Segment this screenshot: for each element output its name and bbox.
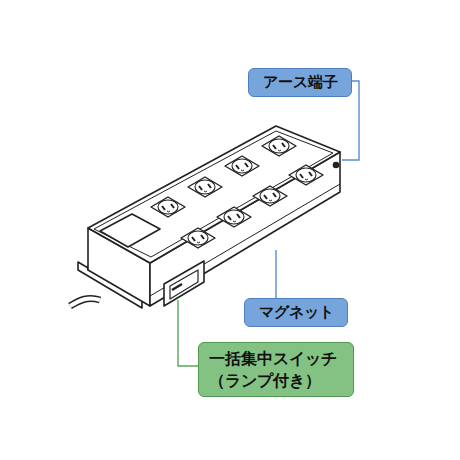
outlet-slot [192,237,195,241]
outlet [151,197,185,217]
outlet-face [224,210,244,224]
callout-text: マグネット [257,303,335,322]
outlet-slot [199,186,202,190]
outlet-slot [237,214,240,218]
top-face [88,126,340,263]
cord [70,298,100,306]
earth-terminal [334,163,339,168]
outlet-ground [269,200,272,202]
outlet-ground [197,242,200,244]
outlet-frame [289,165,323,185]
outlet [217,207,251,227]
outlet-face [260,189,280,203]
outlet-face [232,159,252,173]
outlet [289,165,323,185]
callout-label: マグネット [244,298,348,327]
outlet-ground [204,191,207,193]
outlet-slot [201,235,204,239]
outlets [151,136,323,248]
outlet-slot [245,163,248,167]
outlet [225,156,259,176]
outlet-face [296,168,316,182]
outlet-slot [236,165,239,169]
outlet-ground [233,221,236,223]
outlet-slot [273,193,276,197]
outlet-slot [264,195,267,199]
callout-text: アース端子 [261,73,339,92]
callout-text: 一括集中スイッチ （ランプ付き） [209,348,343,391]
outlet-face [269,139,289,153]
label-window [100,214,160,247]
outlet-ground [167,211,170,213]
outlet-ground [241,170,244,172]
outlet-slot [273,145,276,149]
outlet-slot [208,184,211,188]
outlet-frame [188,177,222,197]
leader-line [275,250,276,298]
outlet-ground [278,150,281,152]
outlet-ground [305,179,308,181]
outlet-face [195,180,215,194]
switch-lamp [172,284,182,290]
outlet [188,177,222,197]
outlet-slot [228,216,231,220]
outlet-frame [181,228,215,248]
outlet-slot [171,204,174,208]
callout-label: アース端子 [248,68,352,97]
outlet-frame [151,197,185,217]
cord-inner [70,298,100,306]
outlet-face [188,231,208,245]
outlet-slot [309,172,312,176]
switch-rocker [170,270,198,299]
switch-housing [164,261,204,306]
outlet-slot [300,174,303,178]
leader-line [178,300,198,366]
outlet-slot [282,143,285,147]
callout-label: 一括集中スイッチ （ランプ付き） [198,342,354,397]
outlet-frame [262,136,296,156]
outlet [181,228,215,248]
outlet-frame [225,156,259,176]
outlet [253,186,287,206]
top-bevel [94,131,333,257]
outlet-face [158,200,178,214]
outlet-slot [162,206,165,210]
outlet-frame [253,186,287,206]
outlet-frame [217,207,251,227]
outlet [262,136,296,156]
